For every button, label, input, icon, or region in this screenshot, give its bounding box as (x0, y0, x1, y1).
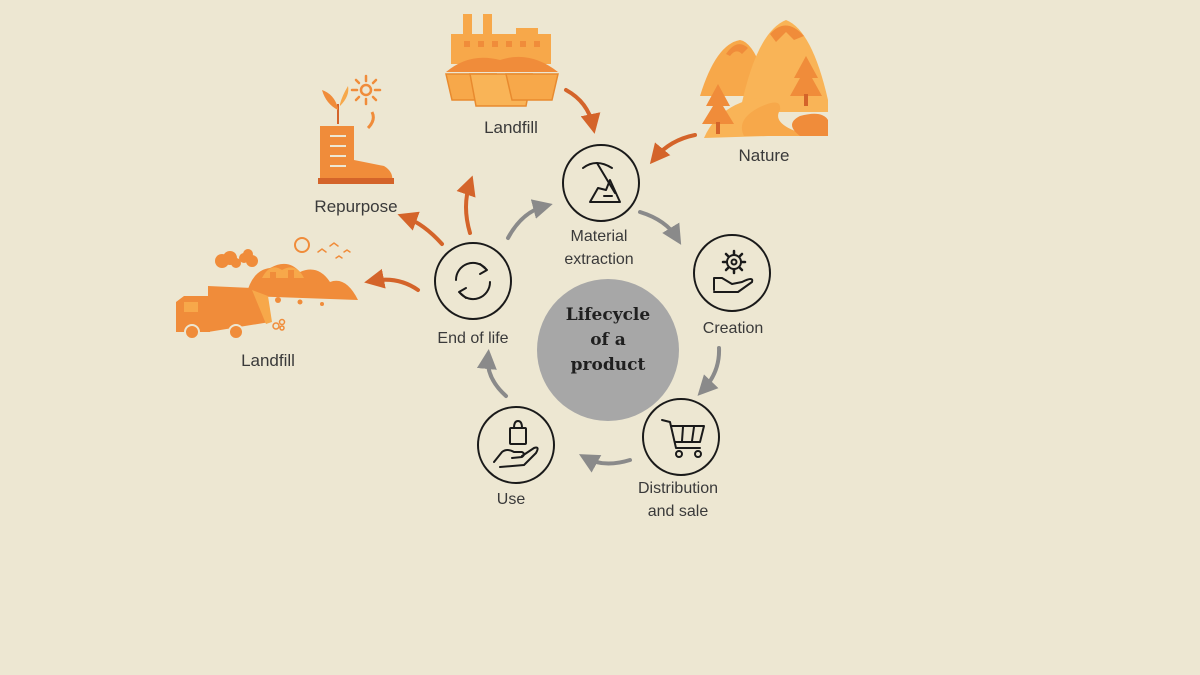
label-material-extraction: Material extraction (564, 228, 634, 268)
arrow-distribution-to-use (579, 454, 632, 473)
pickaxe-icon (582, 162, 621, 203)
label-use: Use (496, 491, 526, 508)
end-of-life-node (434, 242, 512, 320)
label-repurpose: Repurpose (314, 197, 398, 216)
arrow-nature-to-material (649, 133, 697, 165)
material-extraction-node (562, 144, 640, 222)
nature-mountains-illustration (700, 20, 828, 138)
label-distribution: Distribution and sale (637, 480, 719, 520)
arrow-endoflife-to-material (506, 199, 553, 240)
arrow-landfill-to-material (564, 88, 601, 134)
sun-flower-icon (350, 74, 382, 106)
label-end-of-life: End of life (437, 330, 509, 347)
arrow-endoflife-to-repurpose-a (397, 211, 444, 246)
shopping-cart-icon (661, 419, 705, 458)
refresh-icon (454, 261, 492, 301)
center-title: Lifecycle of a product (565, 305, 651, 375)
bag-hand-icon (493, 420, 539, 468)
garbage-truck-landfill-illustration (176, 237, 358, 340)
gear-hand-icon (713, 249, 754, 293)
label-nature: Nature (738, 146, 790, 165)
arrow-creation-to-distribution (697, 346, 722, 396)
repurpose-boot-illustration (318, 74, 394, 184)
distribution-node (642, 398, 720, 476)
arrow-use-to-endoflife (476, 349, 508, 398)
arrow-endoflife-to-landfill (364, 268, 420, 292)
center-hub: Lifecycle of a product (537, 279, 679, 421)
arrow-endoflife-to-repurpose-b (456, 175, 476, 235)
label-creation: Creation (702, 320, 764, 337)
creation-node (693, 234, 771, 312)
factory-landfill-illustration (445, 14, 559, 107)
arrow-material-to-creation (638, 210, 682, 245)
label-landfill-left: Landfill (241, 351, 295, 370)
label-landfill-top: Landfill (484, 118, 538, 137)
